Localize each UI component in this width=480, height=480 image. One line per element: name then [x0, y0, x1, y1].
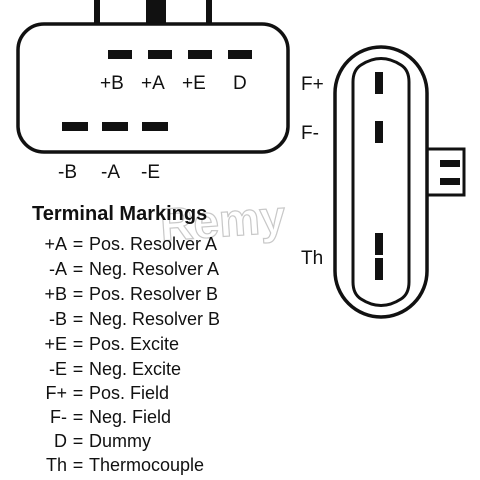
legend-code: Th: [45, 454, 67, 475]
legend-description: Neg. Field: [89, 406, 172, 427]
legend-equals: =: [72, 358, 84, 379]
pin-f-minus-terminal: [375, 121, 383, 143]
left-connector-tab-center: [146, 0, 166, 26]
pin-minus-e-terminal: [142, 122, 168, 131]
legend-code: F-: [50, 406, 67, 427]
pin-plus-b-terminal: [108, 50, 132, 59]
legend-row: -E = Neg. Excite: [15, 357, 181, 381]
legend-title: Terminal Markings: [32, 203, 208, 225]
legend-equals: =: [72, 333, 84, 354]
legend-description: Pos. Excite: [89, 333, 180, 354]
legend-description: Neg. Excite: [89, 358, 182, 379]
left-connector-tab-right: [206, 0, 212, 24]
legend-equals: =: [72, 258, 84, 279]
legend-code: +E: [44, 333, 67, 354]
legend-description: Thermocouple: [89, 454, 205, 475]
pin-label-plus-b: +B: [100, 73, 124, 94]
legend-description: Pos. Field: [89, 382, 170, 403]
legend-row: +A = Pos. Resolver A: [15, 232, 217, 256]
pin-minus-b-terminal: [62, 122, 88, 131]
legend-code: -B: [49, 308, 67, 329]
legend-row: Th = Thermocouple: [15, 453, 204, 477]
legend-description: Pos. Resolver A: [89, 233, 218, 254]
pin-plus-a-terminal: [148, 50, 172, 59]
left-connector-tab-left: [94, 0, 100, 24]
pin-label-minus-e: -E: [141, 162, 160, 183]
pin-label-f-minus: F-: [301, 123, 319, 144]
legend-equals: =: [72, 233, 84, 254]
watermark: Remy: [158, 190, 287, 251]
legend-equals: =: [72, 308, 84, 329]
left-connector: +B +A +E D: [16, 0, 290, 154]
legend-row: -B = Neg. Resolver B: [15, 307, 220, 331]
legend-equals: =: [72, 382, 84, 403]
legend-code: +B: [44, 283, 67, 304]
right-connector: [333, 45, 466, 319]
legend-row: -A = Neg. Resolver A: [15, 257, 219, 281]
pin-label-minus-b: -B: [58, 162, 77, 183]
legend-code: D: [54, 430, 67, 451]
legend-row: D = Dummy: [15, 429, 151, 453]
right-connector-latch-slot-upper: [440, 160, 460, 167]
legend-description: Pos. Resolver B: [89, 283, 219, 304]
pin-minus-a-terminal: [102, 122, 128, 131]
right-connector-latch: [423, 147, 466, 197]
legend-description: Dummy: [89, 430, 151, 451]
legend-equals: =: [72, 283, 84, 304]
pin-f-plus-terminal: [375, 72, 383, 94]
legend-equals: =: [72, 430, 84, 451]
legend-description: Neg. Resolver B: [89, 308, 221, 329]
pin-d-terminal: [228, 50, 252, 59]
pin-label-minus-a: -A: [101, 162, 120, 183]
legend-code: +A: [44, 233, 67, 254]
legend-row: +E = Pos. Excite: [15, 332, 179, 356]
pin-th-terminal-lower: [375, 258, 383, 280]
legend-code: -E: [49, 358, 67, 379]
pin-plus-e-terminal: [188, 50, 212, 59]
pin-th-terminal-upper: [375, 233, 383, 255]
legend-code: -A: [49, 258, 67, 279]
right-connector-inner-shell: [351, 57, 411, 307]
pin-label-plus-a: +A: [141, 73, 165, 94]
legend-row: F+ = Pos. Field: [15, 381, 169, 405]
legend-equals: =: [72, 406, 84, 427]
pin-label-th: Th: [301, 248, 323, 269]
pin-label-d: D: [233, 73, 247, 94]
legend-code: F+: [45, 382, 67, 403]
legend-equals: =: [72, 454, 84, 475]
legend-row: F- = Neg. Field: [15, 405, 171, 429]
legend-description: Neg. Resolver A: [89, 258, 220, 279]
pin-label-plus-e: +E: [182, 73, 206, 94]
left-connector-body: [16, 22, 290, 154]
pin-label-f-plus: F+: [301, 74, 324, 95]
legend-row: +B = Pos. Resolver B: [15, 282, 218, 306]
right-connector-latch-slot-lower: [440, 178, 460, 185]
